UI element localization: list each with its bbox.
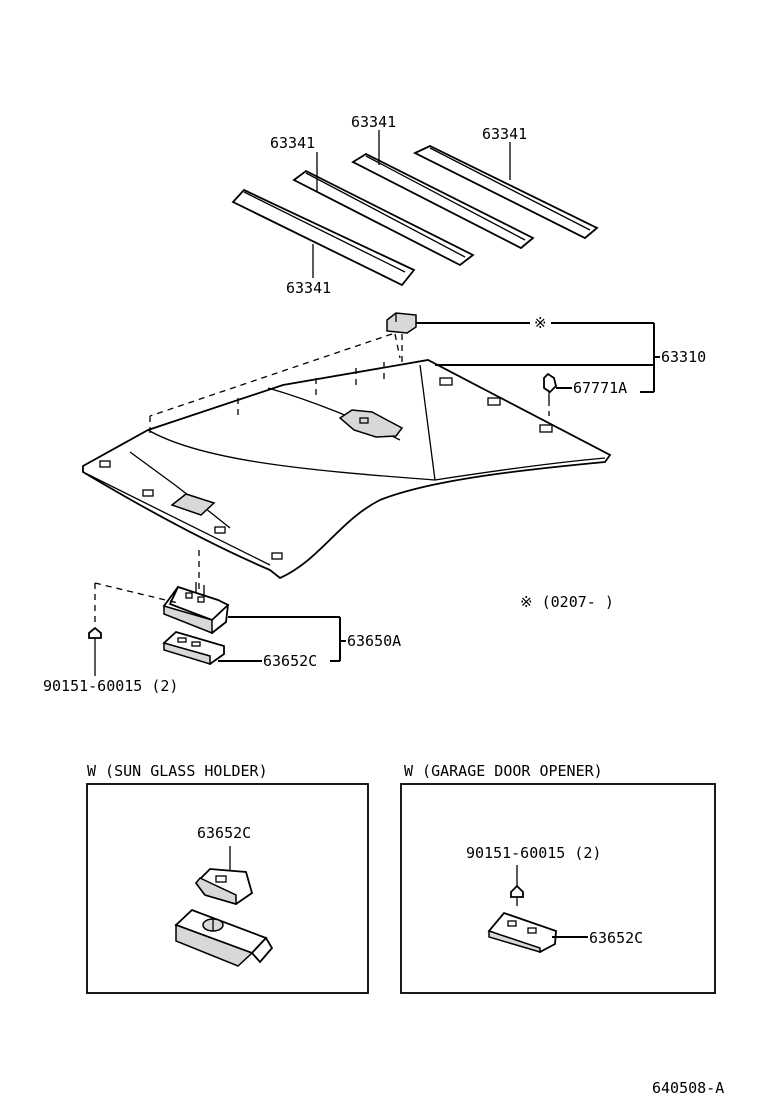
absorber-strip-4 bbox=[412, 145, 599, 240]
garage-door-cover bbox=[487, 911, 557, 954]
inset-box-garage-door bbox=[400, 783, 716, 994]
clip bbox=[543, 372, 557, 416]
label-63310: 63310 bbox=[661, 348, 706, 366]
mark-pad: ※ bbox=[534, 314, 547, 332]
screw bbox=[88, 626, 102, 648]
label-screw-main: 90151-60015 (2) bbox=[43, 677, 178, 695]
inset-part-sun-glass: 63652C bbox=[197, 824, 251, 842]
label-63341-right: 63341 bbox=[482, 125, 527, 143]
label-63652c-main: 63652C bbox=[263, 652, 317, 670]
lamp-cover bbox=[162, 630, 225, 666]
label-63341-center: 63341 bbox=[351, 113, 396, 131]
absorber-strip-1 bbox=[231, 188, 416, 287]
headliner bbox=[82, 359, 612, 580]
inset-title-garage-door: W (GARAGE DOOR OPENER) bbox=[404, 762, 603, 780]
inset-title-sun-glass: W (SUN GLASS HOLDER) bbox=[87, 762, 268, 780]
inset-box-sun-glass bbox=[86, 783, 369, 994]
inset-part-garage-door: 63652C bbox=[589, 929, 643, 947]
sun-glass-holder bbox=[174, 908, 274, 967]
absorber-strip-3 bbox=[351, 152, 535, 250]
inset-screw-garage-door: 90151-60015 (2) bbox=[466, 844, 601, 862]
note-date-range: ※ (0207- ) bbox=[520, 593, 614, 611]
diagram-code: 640508-A bbox=[652, 1079, 724, 1097]
label-63650a: 63650A bbox=[347, 632, 401, 650]
label-67771a: 67771A bbox=[573, 379, 627, 397]
absorber-strips bbox=[231, 145, 599, 287]
label-63341-left: 63341 bbox=[270, 134, 315, 152]
absorber-strip-2 bbox=[292, 169, 475, 267]
map-lamp bbox=[162, 582, 230, 635]
pad bbox=[386, 312, 417, 334]
sun-glass-cover bbox=[194, 868, 254, 905]
garage-screw bbox=[510, 884, 524, 906]
label-63341-bottom: 63341 bbox=[286, 279, 331, 297]
